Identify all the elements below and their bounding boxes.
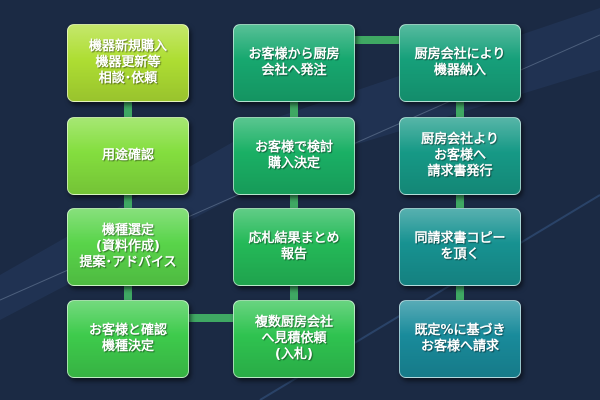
connector-n10-n11 xyxy=(456,193,464,210)
connector-n9-n10 xyxy=(456,100,464,119)
connector-n6-n7 xyxy=(290,193,298,210)
step-delivery: 厨房会社により 機器納入 xyxy=(399,24,521,102)
step-purchase-decision: お客様で検討 購入決定 xyxy=(233,117,355,195)
connector-n11-n12 xyxy=(456,284,464,302)
connector-n3-n4 xyxy=(124,284,132,302)
step-invoice-issue: 厨房会社より お客様へ 請求書発行 xyxy=(399,117,521,195)
step-order: お客様から厨房 会社へ発注 xyxy=(233,24,355,102)
step-quote-request: 複数厨房会社 へ見積依頼 (入札) xyxy=(233,300,355,378)
step-invoice-copy: 同請求書コピー を頂く xyxy=(399,208,521,286)
connector-n2-n3 xyxy=(124,193,132,210)
step-bid-report: 応札結果まとめ 報告 xyxy=(233,208,355,286)
step-fee-billing: 既定%に基づき お客様へ請求 xyxy=(399,300,521,378)
step-model-selection: 機種選定 (資料作成) 提案･アドバイス xyxy=(67,208,189,286)
connector-n4-n5 xyxy=(187,314,235,322)
connector-n1-n2 xyxy=(124,100,132,119)
connector-n5-n6 xyxy=(290,284,298,302)
connector-n7-n8 xyxy=(290,100,298,119)
step-confirm-model: お客様と確認 機種決定 xyxy=(67,300,189,378)
step-usage-check: 用途確認 xyxy=(67,117,189,195)
connector-n8-n9 xyxy=(353,36,401,44)
step-consultation: 機器新規購入 機器更新等 相談･依頼 xyxy=(67,24,189,102)
